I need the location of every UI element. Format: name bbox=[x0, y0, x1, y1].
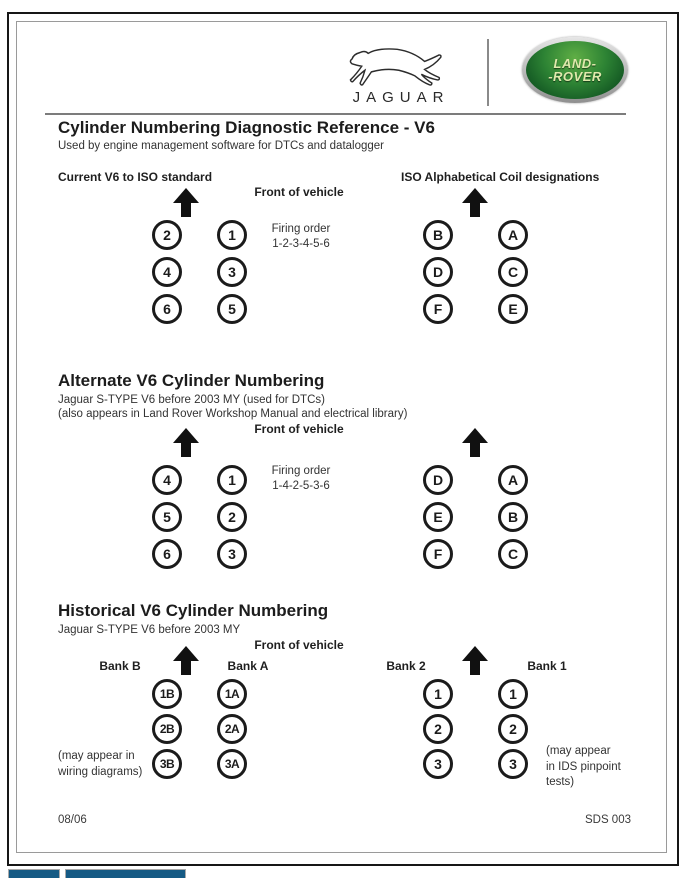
cylinder-circle: C bbox=[498, 539, 528, 569]
section2-firing-order: Firing order 1-4-2-5-3-6 bbox=[272, 464, 331, 494]
cylinder-circle: D bbox=[423, 257, 453, 287]
header-divider bbox=[487, 39, 489, 106]
note-line: (may appear in bbox=[58, 750, 135, 762]
firing-order-value: 1-2-3-4-5-6 bbox=[272, 238, 330, 250]
cylinder-circle: 1 bbox=[423, 679, 453, 709]
footer-doc-number: SDS 003 bbox=[584, 814, 631, 826]
cylinder-circle: A bbox=[498, 465, 528, 495]
section3-front-of-vehicle-label: Front of vehicle bbox=[254, 638, 344, 652]
cylinder-circle: C bbox=[498, 257, 528, 287]
cylinder-circle: E bbox=[498, 294, 528, 324]
front-arrow-icon bbox=[173, 428, 199, 458]
cylinder-circle: D bbox=[423, 465, 453, 495]
cylinder-circle: 3 bbox=[217, 539, 247, 569]
note-ids-pinpoint-tests: (may appear in IDS pinpoint tests) bbox=[546, 744, 621, 791]
landrover-text-line1: LAND- bbox=[553, 56, 597, 71]
header-rule bbox=[45, 113, 626, 115]
front-arrow-icon bbox=[173, 646, 199, 676]
front-arrow-icon bbox=[462, 428, 488, 458]
section2-title: Alternate V6 Cylinder Numbering bbox=[58, 371, 325, 390]
cylinder-circle: 4 bbox=[152, 257, 182, 287]
cylinder-circle: 2B bbox=[152, 714, 182, 744]
section1-front-of-vehicle-label: Front of vehicle bbox=[254, 185, 344, 199]
note-line: wiring diagrams) bbox=[58, 765, 143, 778]
cylinder-circle: 1 bbox=[217, 465, 247, 495]
cylinder-circle: B bbox=[498, 502, 528, 532]
cylinder-circle: 2 bbox=[423, 714, 453, 744]
firing-order-label: Firing order bbox=[271, 465, 331, 477]
landrover-text-line2: -ROVER bbox=[548, 69, 602, 84]
note-line: in IDS pinpoint bbox=[546, 760, 621, 773]
bank-label-bank-a: Bank A bbox=[227, 659, 269, 673]
cylinder-circle: 2A bbox=[217, 714, 247, 744]
section1-left-heading: Current V6 to ISO standard bbox=[58, 170, 213, 184]
cylinder-circle: F bbox=[423, 539, 453, 569]
cylinder-circle: 5 bbox=[217, 294, 247, 324]
cylinder-circle: 3A bbox=[217, 749, 247, 779]
cylinder-circle: 6 bbox=[152, 539, 182, 569]
firing-order-label: Firing order bbox=[271, 223, 331, 235]
cylinder-circle: 3B bbox=[152, 749, 182, 779]
landrover-oval-icon: LAND- -ROVER bbox=[526, 41, 624, 99]
front-arrow-icon bbox=[462, 188, 488, 218]
cylinder-circle: 1A bbox=[217, 679, 247, 709]
landrover-logo: LAND- -ROVER bbox=[522, 37, 628, 103]
cylinder-circle: 3 bbox=[217, 257, 247, 287]
front-arrow-icon bbox=[173, 188, 199, 218]
note-line: tests) bbox=[546, 776, 575, 788]
cylinder-circle: A bbox=[498, 220, 528, 250]
jaguar-logo: JAGUAR bbox=[339, 38, 457, 118]
note-wiring-diagrams: (may appear in wiring diagrams) bbox=[58, 749, 142, 780]
section2-front-of-vehicle-label: Front of vehicle bbox=[254, 422, 344, 436]
section1-right-heading: ISO Alphabetical Coil designations bbox=[401, 170, 600, 184]
cylinder-circle: 6 bbox=[152, 294, 182, 324]
cylinder-circle: 1 bbox=[498, 679, 528, 709]
front-arrow-icon bbox=[462, 646, 488, 676]
cylinder-circle: B bbox=[423, 220, 453, 250]
jaguar-wordmark: JAGUAR bbox=[352, 89, 450, 106]
page-title: Cylinder Numbering Diagnostic Reference … bbox=[58, 118, 435, 137]
section2-subtitle2: (also appears in Land Rover Workshop Man… bbox=[58, 408, 408, 420]
cylinder-circle: 3 bbox=[498, 749, 528, 779]
cylinder-circle: 5 bbox=[152, 502, 182, 532]
cylinder-circle: 2 bbox=[498, 714, 528, 744]
bottom-tab-1[interactable] bbox=[8, 869, 60, 878]
document-page: JAGUAR LAND- -ROVER Cylinder Numbering D… bbox=[16, 21, 667, 853]
section3-title: Historical V6 Cylinder Numbering bbox=[58, 601, 329, 620]
bank-label-bank-2: Bank 2 bbox=[386, 659, 426, 673]
bank-label-bank-1: Bank 1 bbox=[527, 659, 567, 673]
cylinder-circle: E bbox=[423, 502, 453, 532]
section3-subtitle: Jaguar S-TYPE V6 before 2003 MY bbox=[58, 624, 241, 636]
cylinder-circle: 2 bbox=[152, 220, 182, 250]
cylinder-circle: 2 bbox=[217, 502, 247, 532]
note-line: (may appear bbox=[546, 745, 611, 757]
cylinder-circle: 1 bbox=[217, 220, 247, 250]
leaping-jaguar-icon bbox=[349, 48, 442, 86]
page-subtitle: Used by engine management software for D… bbox=[58, 140, 385, 152]
cylinder-circle: F bbox=[423, 294, 453, 324]
cylinder-circle: 1B bbox=[152, 679, 182, 709]
bottom-tab-2[interactable] bbox=[65, 869, 186, 878]
firing-order-value: 1-4-2-5-3-6 bbox=[272, 480, 330, 492]
footer-date: 08/06 bbox=[58, 814, 87, 826]
bank-label-bank-b: Bank B bbox=[99, 659, 141, 673]
cylinder-circle: 4 bbox=[152, 465, 182, 495]
section2-subtitle1: Jaguar S-TYPE V6 before 2003 MY (used fo… bbox=[58, 394, 325, 406]
section1-firing-order: Firing order 1-2-3-4-5-6 bbox=[272, 222, 331, 252]
cylinder-circle: 3 bbox=[423, 749, 453, 779]
